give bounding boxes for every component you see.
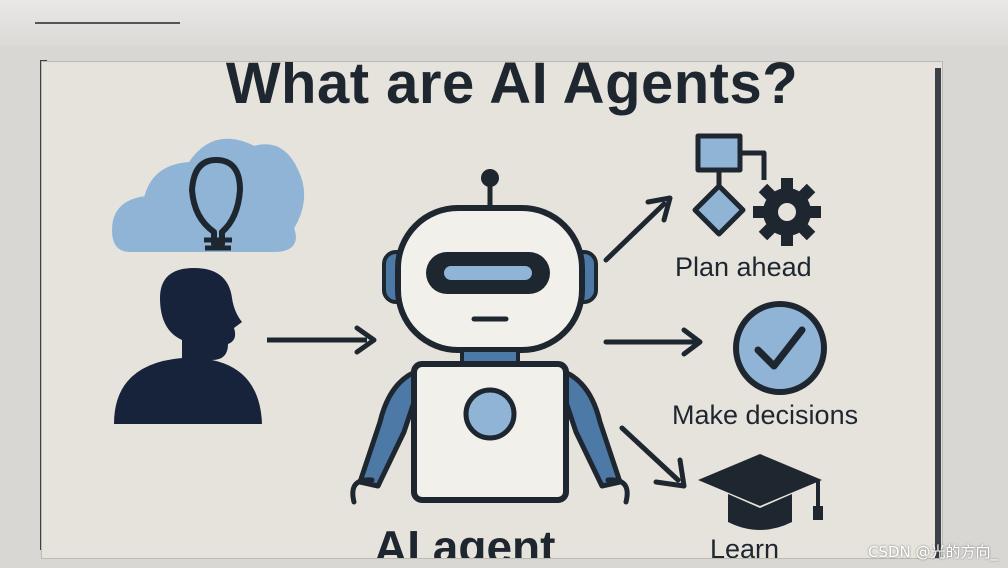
label-make-decisions: Make decisions bbox=[672, 400, 859, 430]
flowchart-gear-icon bbox=[692, 133, 821, 246]
slide-frame-right bbox=[935, 68, 941, 558]
graduation-cap-icon bbox=[698, 454, 823, 530]
slide: What are AI Agents? bbox=[42, 62, 942, 558]
label-plan-ahead: Plan ahead bbox=[675, 252, 812, 282]
cloud-lightbulb-icon bbox=[111, 138, 304, 252]
person-silhouette-icon bbox=[114, 268, 262, 424]
checkmark-circle-icon bbox=[733, 301, 827, 395]
output-arrows bbox=[603, 195, 703, 489]
label-ai-agent: AI agent bbox=[374, 521, 556, 558]
slide-title: What are AI Agents? bbox=[225, 62, 799, 116]
watermark: CSDN @光的方向_ bbox=[867, 543, 998, 561]
diagram-art bbox=[111, 133, 827, 530]
label-learn: Learn bbox=[710, 534, 780, 558]
input-arrow-icon bbox=[267, 325, 377, 355]
robot-icon bbox=[350, 169, 630, 505]
screen-divider bbox=[35, 22, 180, 24]
